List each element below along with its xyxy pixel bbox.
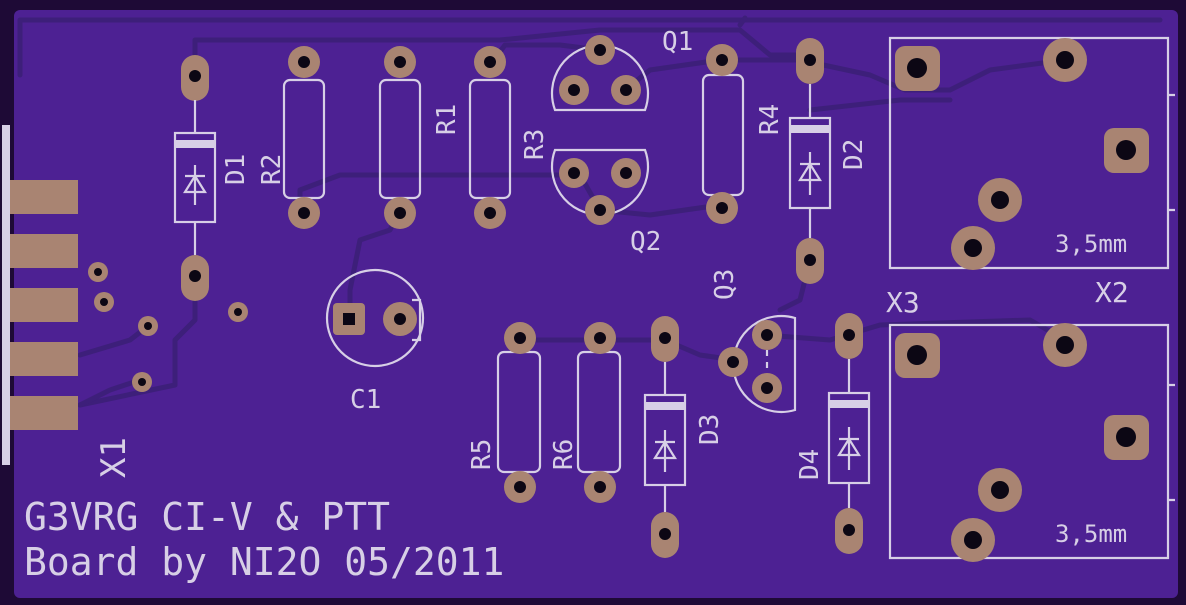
label-d2: D2 — [839, 139, 869, 170]
label-r5: R5 — [467, 439, 497, 470]
label-jack-bottom: 3,5mm — [1055, 520, 1127, 548]
vias — [88, 262, 248, 392]
edge-pad — [10, 396, 78, 430]
label-r1: R1 — [432, 104, 462, 135]
label-r3: R3 — [520, 129, 550, 160]
label-x3: X3 — [886, 286, 920, 319]
label-x2: X2 — [1095, 276, 1129, 309]
pcb-board — [14, 10, 1178, 598]
label-jack-top: 3,5mm — [1055, 230, 1127, 258]
diode-d1: D1 — [173, 55, 251, 301]
label-d3: D3 — [695, 414, 725, 445]
edge-pad — [10, 288, 78, 322]
label-q1: Q1 — [662, 27, 693, 57]
edge-pad — [10, 234, 78, 268]
edge-pad — [10, 342, 78, 376]
label-q3: Q3 — [710, 269, 740, 300]
label-d4: D4 — [795, 449, 825, 480]
resistor-r6: R6 — [549, 322, 622, 503]
diode-d3: D3 — [643, 316, 725, 558]
label-c1: C1 — [350, 385, 381, 415]
diode-d2: D2 — [788, 38, 869, 284]
resistor-r4: R4 — [701, 44, 785, 224]
connector-x1: X1 — [2, 125, 134, 478]
transistor-q1: Q1 — [550, 27, 693, 112]
board-title: G3VRG CI-V & PTT — [24, 495, 390, 539]
label-r2: R2 — [257, 154, 287, 185]
transistor-q2: Q2 — [550, 148, 661, 257]
edge-pad — [10, 180, 78, 214]
label-r6: R6 — [549, 439, 579, 470]
jack-x2: 3,5mm X2 — [888, 36, 1175, 309]
label-d1: D1 — [221, 154, 251, 185]
board-credit: Board by NI2O 05/2011 — [24, 540, 504, 584]
diode-d4: D4 — [795, 313, 871, 554]
transistor-q3: Q3 — [710, 269, 797, 414]
resistor-r1: R1 — [378, 46, 462, 229]
resistor-r2: R2 — [257, 46, 326, 229]
label-q2: Q2 — [630, 227, 661, 257]
label-r4: R4 — [755, 104, 785, 135]
resistor-r3: R3 — [468, 46, 550, 229]
resistor-r5: R5 — [467, 322, 542, 503]
copper-traces — [17, 15, 1163, 408]
capacitor-c1: C1 — [325, 268, 425, 415]
label-x1: X1 — [94, 437, 134, 478]
jack-x3: X3 3,5mm — [886, 286, 1175, 562]
